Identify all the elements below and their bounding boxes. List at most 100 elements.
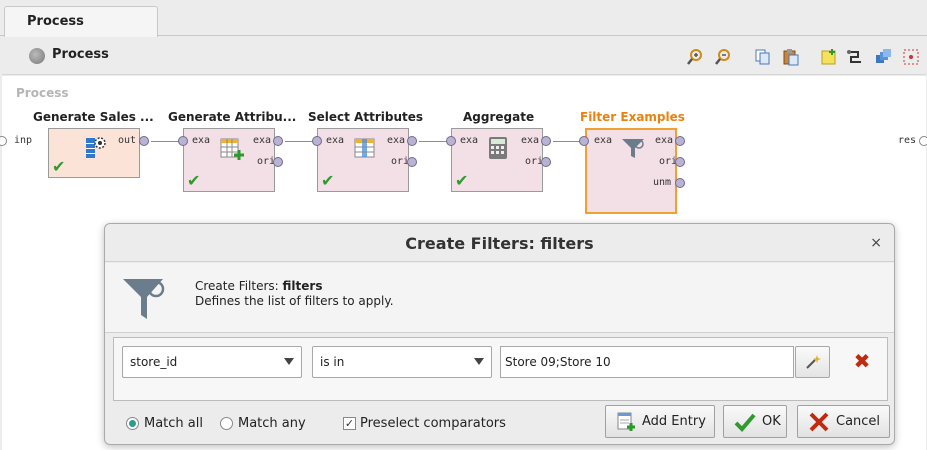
dialog-info-description: Defines the list of filters to apply. — [195, 294, 394, 308]
delete-icon[interactable]: ✖ — [853, 349, 871, 373]
output-port[interactable] — [273, 136, 283, 146]
table-select-icon — [354, 138, 375, 158]
chevron-down-icon — [474, 358, 484, 365]
chevron-down-icon — [284, 358, 294, 365]
table-add-icon — [220, 138, 244, 160]
output-port[interactable] — [407, 157, 417, 167]
fit-icon[interactable] — [902, 48, 920, 66]
port-label-in: exa — [460, 135, 479, 146]
magic-wand-icon — [806, 355, 821, 369]
preselect-comparators-label[interactable]: Preselect comparators — [360, 416, 506, 431]
auto-wire-icon[interactable] — [846, 48, 864, 66]
operator-title: Select Attributes — [308, 110, 424, 124]
value-wizard-button[interactable] — [795, 346, 830, 378]
editor-tab-bar: Process — [0, 0, 927, 37]
operator-title: Aggregate — [463, 110, 535, 124]
attribute-select[interactable]: store_id — [122, 346, 302, 378]
attribute-select-value: store_id — [130, 355, 178, 369]
connection-wire — [151, 141, 179, 142]
funnel-icon — [622, 139, 644, 158]
port-label-out: ori — [525, 156, 544, 167]
port-label-out: exa — [253, 135, 272, 146]
port-label-out: exa — [387, 135, 406, 146]
match-all-label[interactable]: Match all — [144, 416, 203, 431]
success-check-icon: ✔ — [52, 157, 66, 176]
connection-wire — [285, 141, 314, 142]
match-any-radio[interactable] — [220, 417, 233, 430]
generate-data-icon — [86, 137, 106, 158]
port-label-out: exa — [655, 135, 674, 146]
process-result-port[interactable] — [919, 136, 927, 146]
paste-icon[interactable] — [782, 48, 800, 66]
filter-value-input[interactable]: Store 09;Store 10 — [500, 346, 794, 378]
preselect-comparators-checkbox[interactable]: ✓ — [343, 417, 356, 430]
filter-row: store_id is in Store 09;Store 10 ✖ — [113, 337, 888, 401]
output-port[interactable] — [675, 157, 685, 167]
add-entry-label: Add Entry — [642, 414, 706, 429]
operator-title: Generate Attribu... — [168, 110, 297, 124]
operator-generate-attributes[interactable]: exa exa ori ✔ — [183, 128, 275, 192]
calculator-icon — [489, 137, 507, 159]
operator-title: Filter Examples — [580, 110, 685, 124]
check-icon — [734, 413, 756, 432]
create-filters-dialog: Create Filters: filters × Create Filters… — [104, 223, 895, 445]
output-port[interactable] — [541, 136, 551, 146]
success-check-icon: ✔ — [455, 171, 469, 190]
close-icon[interactable]: × — [870, 235, 882, 251]
operator-filter-examples[interactable]: exa exa ori unm — [585, 128, 677, 214]
copy-icon[interactable] — [754, 48, 772, 66]
output-port[interactable] — [273, 157, 283, 167]
port-label-out: ori — [391, 156, 410, 167]
output-port[interactable] — [407, 136, 417, 146]
process-header: Process — [2, 37, 926, 75]
port-label-out: exa — [521, 135, 540, 146]
dialog-title: Create Filters: filters — [105, 224, 894, 262]
operator-generate-sales[interactable]: ✔ out — [48, 128, 140, 178]
success-check-icon: ✔ — [321, 171, 335, 190]
tab-process[interactable]: Process — [4, 6, 158, 37]
output-port[interactable] — [139, 136, 149, 146]
operator-select-attributes[interactable]: exa exa ori ✔ — [317, 128, 409, 192]
output-port[interactable] — [541, 157, 551, 167]
success-check-icon: ✔ — [187, 171, 201, 190]
port-label-in: exa — [594, 135, 613, 146]
dialog-info-heading: Create Filters: filters — [195, 279, 323, 293]
dialog-info-panel: Create Filters: filters Defines the list… — [105, 263, 894, 333]
port-label-in: exa — [326, 135, 345, 146]
cancel-icon — [809, 412, 829, 432]
port-label-in: exa — [192, 135, 211, 146]
cancel-label: Cancel — [836, 414, 881, 429]
operator-aggregate[interactable]: exa exa ori ✔ — [451, 128, 543, 192]
dialog-bottom-bar: Match all Match any ✓ Preselect comparat… — [105, 402, 894, 446]
input-port[interactable] — [312, 136, 322, 146]
operator-select-value: is in — [320, 355, 345, 369]
process-input-port-label: inp — [14, 135, 33, 146]
zoom-in-icon[interactable] — [686, 48, 704, 66]
output-port[interactable] — [675, 136, 685, 146]
canvas-label: Process — [16, 86, 69, 100]
port-label-out: out — [118, 135, 137, 146]
process-title: Process — [52, 47, 109, 62]
input-port[interactable] — [178, 136, 188, 146]
add-entry-button[interactable]: Add Entry — [605, 405, 715, 438]
process-input-port[interactable] — [0, 136, 7, 146]
input-port[interactable] — [579, 136, 589, 146]
port-label-out: ori — [659, 156, 678, 167]
add-entry-icon — [617, 412, 635, 431]
output-port[interactable] — [675, 178, 685, 188]
match-any-label[interactable]: Match any — [238, 416, 306, 431]
ok-button[interactable]: OK — [723, 405, 787, 438]
zoom-out-icon[interactable] — [714, 48, 732, 66]
ok-label: OK — [762, 414, 781, 429]
process-result-port-label: res — [898, 135, 917, 146]
connection-wire — [419, 141, 448, 142]
operator-select[interactable]: is in — [312, 346, 492, 378]
match-all-radio[interactable] — [126, 417, 139, 430]
input-port[interactable] — [446, 136, 456, 146]
new-note-icon[interactable] — [820, 48, 838, 66]
operator-title: Generate Sales ... — [33, 110, 154, 124]
arrange-icon[interactable] — [874, 48, 892, 66]
connection-wire — [553, 141, 581, 142]
cancel-button[interactable]: Cancel — [797, 405, 890, 438]
process-icon — [29, 48, 45, 64]
